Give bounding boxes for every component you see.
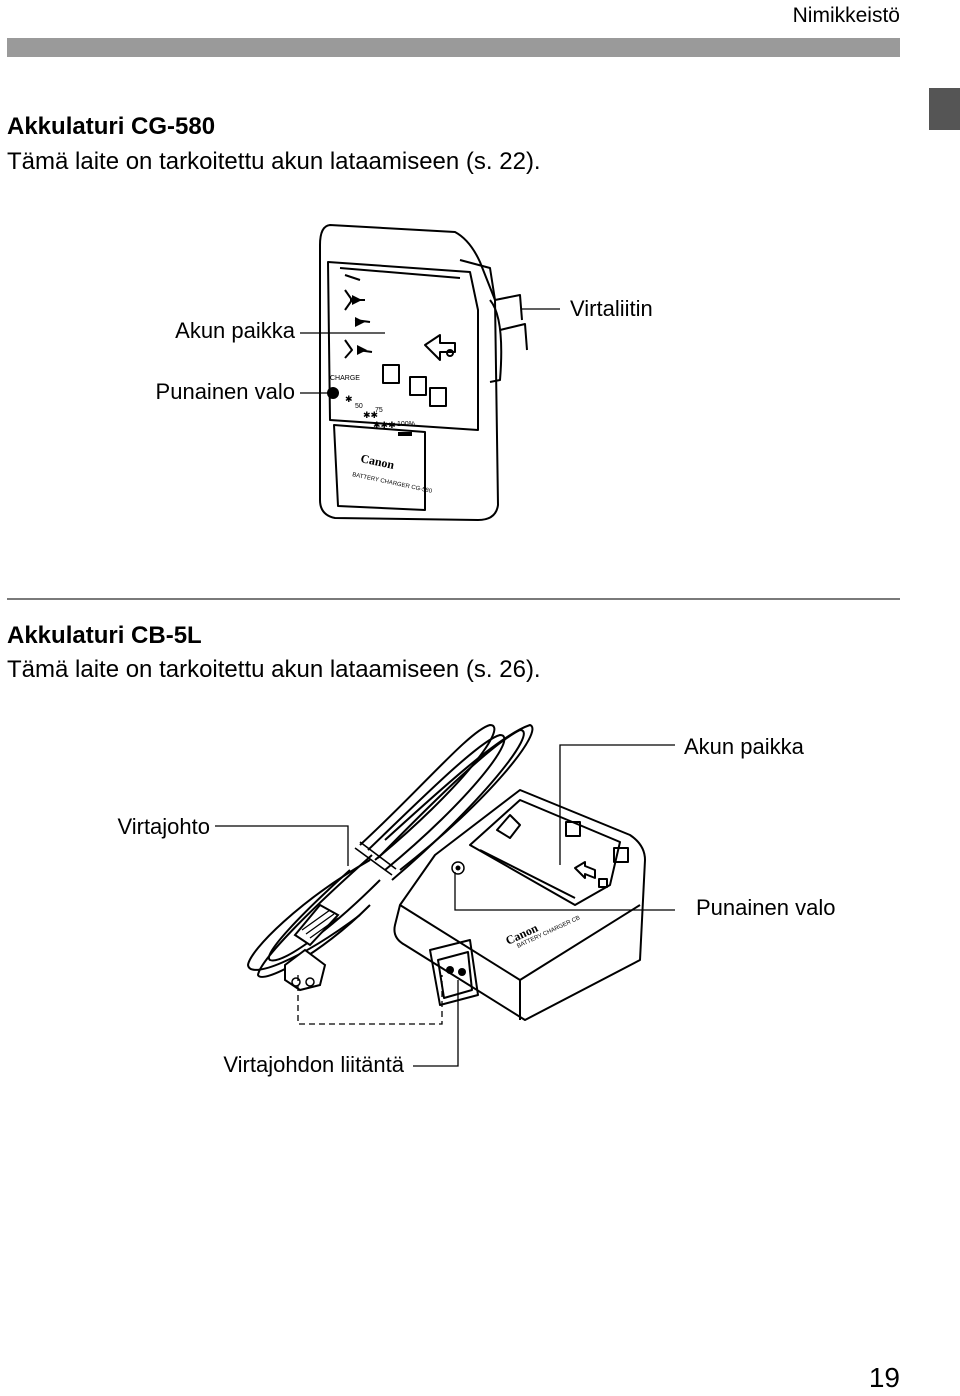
callout-battery-slot-cg580: Akun paikka: [175, 318, 295, 343]
chapter-tab: [929, 88, 960, 130]
charge-level-50: 50: [355, 403, 363, 410]
svg-text:CHARGE: CHARGE: [330, 375, 360, 382]
section-desc-cg580: Tämä laite on tarkoitettu akun lataamise…: [7, 148, 541, 175]
running-header: Nimikkeistö: [792, 4, 900, 27]
charge-level-100: 100%: [397, 421, 415, 428]
callout-power-cord: Virtajohto: [117, 814, 210, 839]
section-desc-cb5l: Tämä laite on tarkoitettu akun lataamise…: [7, 656, 541, 683]
section-title-cg580: Akkulaturi CG-580: [7, 113, 216, 140]
header-bar: [7, 38, 900, 57]
page-number: 19: [868, 1362, 900, 1393]
section-divider: [7, 598, 900, 600]
charger-cg580-illustration: CHARGE 50 75 100% ✱ ✱✱ ✱✱✱ Canon BATTERY…: [300, 224, 560, 521]
svg-text:✱✱✱: ✱✱✱: [373, 420, 396, 430]
svg-text:✱✱: ✱✱: [363, 410, 378, 420]
svg-text:✱: ✱: [345, 394, 353, 404]
section-title-cb5l: Akkulaturi CB-5L: [7, 622, 202, 649]
brand-logo: Canon: [359, 451, 396, 472]
callout-red-light-cg580: Punainen valo: [155, 379, 295, 404]
callout-red-light-cb5l: Punainen valo: [696, 895, 836, 920]
charge-level-75: 75: [375, 407, 383, 414]
model-text: BATTERY CHARGER CG-580: [352, 472, 433, 495]
callout-cord-socket: Virtajohdon liitäntä: [223, 1052, 404, 1077]
charger-cb5l-illustration: Canon BATTERY CHARGER CB: [215, 723, 675, 1067]
callout-power-plug: Virtaliitin: [570, 296, 653, 321]
callout-battery-slot-cb5l: Akun paikka: [684, 734, 804, 759]
